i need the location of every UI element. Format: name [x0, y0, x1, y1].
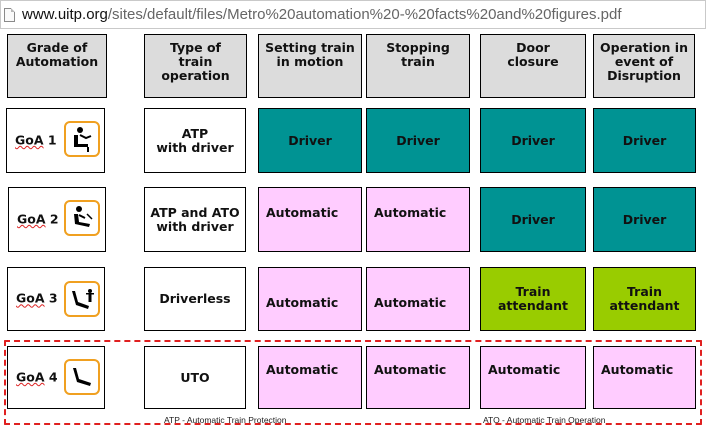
empty-seat-with-attendant-icon: [64, 281, 100, 317]
goa-2-disruption: Driver: [593, 187, 696, 252]
goa-4-label: GoA 4: [16, 369, 58, 385]
goa-4-stopping: Automatic: [366, 346, 470, 409]
url-path: /sites/default/files/Metro%20automation%…: [107, 6, 622, 23]
goa-3-stopping: Automatic: [366, 267, 470, 331]
goa-3-cell: GoA 3: [7, 267, 105, 331]
header-door: Door closure: [480, 34, 586, 98]
empty-seat-icon: [64, 359, 100, 395]
goa-4-highlight: [4, 340, 702, 425]
goa-1-label: GoA 1: [15, 132, 57, 148]
header-setting: Setting train in motion: [258, 34, 362, 98]
goa-2-label: GoA 2: [17, 211, 59, 227]
goa-4-disruption: Automatic: [593, 346, 696, 409]
goa-2-type: ATP and ATO with driver: [144, 187, 246, 252]
page-icon: [4, 8, 15, 22]
goa-2-cell: GoA 2: [8, 187, 106, 252]
goa-1-stopping: Driver: [366, 108, 470, 173]
goa-2-door: Driver: [480, 187, 586, 252]
goa-3-door: Train attendant: [480, 267, 586, 331]
seated-driver-hands-off-icon: [64, 200, 100, 236]
address-bar[interactable]: www.uitp.org/sites/default/files/Metro%2…: [0, 0, 706, 29]
goa-4-door: Automatic: [480, 346, 586, 409]
goa-4-setting: Automatic: [258, 346, 362, 409]
goa-3-label: GoA 3: [16, 290, 58, 306]
goa-4-type: UTO: [144, 346, 246, 409]
goa-1-door: Driver: [480, 108, 586, 173]
goa-2-setting: Automatic: [258, 187, 362, 252]
goa-4-cell: GoA 4: [7, 346, 105, 409]
header-type: Type of train operation: [144, 34, 247, 98]
footnote-atp: ATP - Automatic Train Protection: [164, 415, 287, 425]
url-text[interactable]: www.uitp.org/sites/default/files/Metro%2…: [22, 6, 622, 23]
url-host: www.uitp.org: [22, 6, 108, 23]
goa-1-disruption: Driver: [593, 108, 696, 173]
goa-3-setting: Automatic: [258, 267, 362, 331]
goa-1-cell: GoA 1: [6, 108, 105, 173]
goa-2-stopping: Automatic: [366, 187, 470, 252]
header-disruption: Operation in event of Disruption: [593, 34, 695, 98]
header-stopping: Stopping train: [366, 34, 470, 98]
footnote-ato: ATO - Automatic Train Operation: [483, 415, 606, 425]
goa-1-type: ATP with driver: [144, 108, 246, 173]
header-grade: Grade of Automation: [7, 34, 107, 98]
seated-driver-with-controls-icon: [64, 121, 100, 157]
goa-3-disruption: Train attendant: [593, 267, 696, 331]
goa-1-setting: Driver: [258, 108, 362, 173]
goa-3-type: Driverless: [144, 267, 246, 331]
